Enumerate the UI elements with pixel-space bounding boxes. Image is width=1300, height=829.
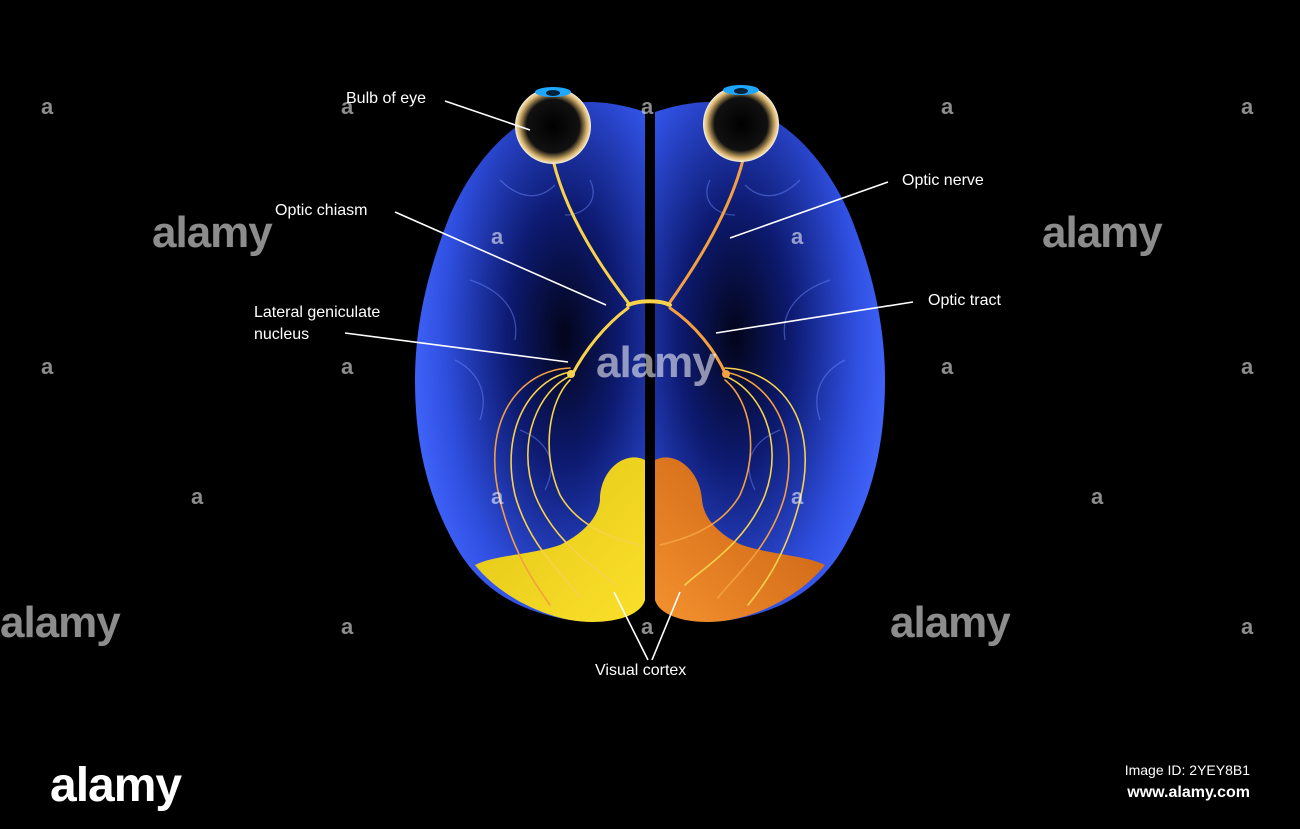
watermark-a: a bbox=[641, 614, 654, 639]
label-lgn-line2: nucleus bbox=[254, 326, 310, 343]
alamy-logo[interactable]: alamy bbox=[50, 759, 182, 812]
right-optic-tract bbox=[668, 306, 728, 377]
leader-optic-chiasm bbox=[394, 211, 607, 306]
label-visual-cortex: Visual cortex bbox=[595, 662, 687, 679]
left-lgn bbox=[567, 370, 575, 378]
watermark-word: alamy bbox=[890, 598, 1011, 647]
label-optic-chiasm: Optic chiasm bbox=[275, 202, 368, 219]
watermark-word: alamy bbox=[596, 338, 717, 387]
watermark-a: a bbox=[1241, 94, 1254, 119]
watermark-a: a bbox=[641, 94, 654, 119]
right-lgn bbox=[722, 370, 730, 378]
watermark-a: a bbox=[941, 354, 954, 379]
leader-lgn bbox=[344, 332, 569, 363]
watermark-a: a bbox=[341, 354, 354, 379]
diagram-canvas: Bulb of eye Optic nerve Optic chiasm Opt… bbox=[0, 85, 1254, 679]
image-id: Image ID: 2YEY8B1 bbox=[1124, 762, 1250, 778]
right-optic-nerve bbox=[666, 158, 745, 307]
watermark-a: a bbox=[941, 94, 954, 119]
left-hemisphere bbox=[415, 101, 645, 622]
left-visual-cortex bbox=[475, 457, 645, 622]
optic-chiasm bbox=[626, 299, 672, 307]
left-optic-radiation bbox=[494, 367, 641, 606]
watermark-word: alamy bbox=[1042, 208, 1163, 257]
leader-optic-nerve bbox=[729, 181, 889, 239]
leader-optic-tract bbox=[715, 301, 914, 334]
watermark-a: a bbox=[791, 224, 804, 249]
label-bulb-of-eye: Bulb of eye bbox=[346, 90, 427, 107]
watermark-a: a bbox=[491, 484, 504, 509]
leader-visual-cortex-left bbox=[613, 591, 649, 661]
watermark-a: a bbox=[341, 94, 354, 119]
label-optic-nerve: Optic nerve bbox=[902, 172, 984, 189]
watermark-a: a bbox=[1241, 614, 1254, 639]
left-optic-tract bbox=[570, 306, 630, 377]
left-optic-nerve bbox=[551, 158, 632, 307]
label-lgn-line1: Lateral geniculate bbox=[254, 304, 381, 321]
watermark-a: a bbox=[341, 614, 354, 639]
leader-lines bbox=[344, 100, 914, 661]
watermark-word: alamy bbox=[152, 208, 273, 257]
brain-gyri bbox=[454, 179, 846, 491]
leader-bulb-of-eye bbox=[444, 100, 531, 131]
right-visual-cortex bbox=[655, 457, 825, 622]
leader-visual-cortex-right bbox=[651, 591, 681, 661]
watermark-word: alamy bbox=[0, 598, 121, 647]
watermark-a: a bbox=[41, 354, 54, 379]
watermark-a: a bbox=[791, 484, 804, 509]
site-url[interactable]: www.alamy.com bbox=[1127, 784, 1250, 801]
left-eye-bulb bbox=[515, 87, 591, 164]
footer-bar: alamy Image ID: 2YEY8B1 www.alamy.com bbox=[0, 740, 1300, 829]
watermark-a: a bbox=[1091, 484, 1104, 509]
right-optic-radiation bbox=[659, 367, 806, 606]
watermark-a: a bbox=[1241, 354, 1254, 379]
right-eye-bulb bbox=[703, 85, 779, 162]
optic-pathway bbox=[494, 158, 806, 606]
watermark-a: a bbox=[491, 224, 504, 249]
watermark-a: a bbox=[191, 484, 204, 509]
brain-visual-pathway-diagram bbox=[344, 85, 914, 661]
watermark-a: a bbox=[41, 94, 54, 119]
label-optic-tract: Optic tract bbox=[928, 292, 1001, 309]
